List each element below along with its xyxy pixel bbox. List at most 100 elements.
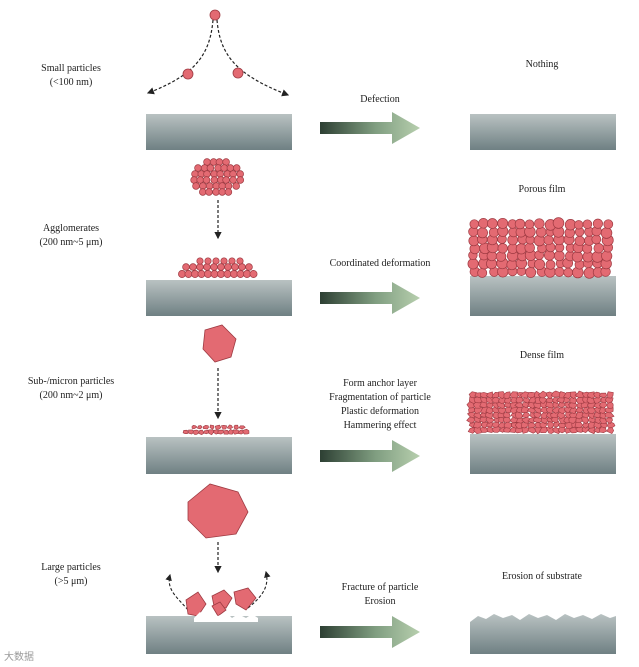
agglomerate-particle — [192, 182, 200, 190]
row4-incoming-particle — [187, 483, 249, 539]
row3-size-range: (200 nm~2 μm) — [39, 390, 103, 401]
row2-process-arrow — [320, 282, 420, 314]
dense-film-fragment — [587, 426, 596, 435]
dense-film-fragment — [606, 391, 614, 399]
row4-process-line-2: Erosion — [364, 596, 396, 607]
anchor-fragment — [226, 424, 233, 429]
agglomerate-particle — [206, 164, 215, 172]
dense-film-fragment — [502, 411, 511, 418]
dense-film-fragment — [527, 427, 538, 434]
porous-film-particle — [534, 218, 545, 229]
porous-film-particle — [601, 250, 613, 262]
row1-deflected-particle-right — [232, 67, 244, 79]
anchor-fragment — [220, 424, 228, 430]
deposited-particle — [236, 270, 245, 278]
deposited-particle — [245, 263, 253, 271]
deposited-particle — [243, 270, 251, 278]
deposited-particle — [212, 257, 220, 265]
agglomerate-particle — [232, 182, 240, 190]
row1-particle-name: Small particles — [41, 63, 101, 74]
deposited-particle — [197, 270, 206, 278]
dense-film-fragment — [533, 406, 543, 414]
dense-film-fragment — [473, 421, 483, 429]
row3-process-line-2: Fragmentation of particle — [329, 392, 431, 403]
row3-anchor-layer — [182, 424, 250, 436]
dense-film-fragment — [486, 421, 494, 428]
row4-particle-name: Large particles — [41, 562, 101, 573]
dense-film-fragment — [545, 401, 555, 409]
dense-film-fragment — [504, 396, 512, 404]
dense-film-fragment — [521, 427, 530, 434]
row1-size-range: (<100 nm) — [49, 77, 93, 88]
porous-film-particle — [553, 250, 565, 262]
dense-film-fragment — [514, 402, 524, 409]
row2-particle-label: Agglomerates (200 nm~5 μm) — [8, 222, 134, 250]
porous-film-particle — [514, 218, 526, 230]
dense-film-fragment — [514, 411, 524, 419]
deposited-particle — [217, 263, 225, 271]
dense-film-fragment — [553, 421, 561, 428]
anchor-fragment — [223, 429, 229, 435]
anchor-fragment — [197, 425, 203, 430]
dense-film-fragment — [491, 396, 500, 404]
porous-film-particle — [552, 217, 565, 229]
dense-film-fragment — [599, 417, 608, 425]
agglomerate-particle — [202, 176, 211, 184]
agglomerate-particle — [218, 188, 226, 196]
anchor-fragment — [191, 424, 198, 430]
deposited-particle — [230, 270, 238, 278]
dense-film-fragment — [539, 396, 547, 404]
porous-film-particle — [467, 258, 479, 270]
watermark: 大数据 — [4, 652, 34, 663]
porous-film-particle — [525, 266, 537, 278]
agglomerate-particle — [232, 164, 241, 172]
dense-film-fragment — [569, 391, 579, 399]
porous-film-particle — [487, 218, 498, 229]
dense-film-fragment — [587, 412, 597, 420]
dense-film-fragment — [606, 427, 615, 434]
deposited-particle — [224, 263, 232, 271]
dense-film-fragment — [532, 417, 543, 423]
row2-size-range: (200 nm~5 μm) — [39, 237, 103, 248]
porous-film-particle — [554, 266, 565, 277]
porous-film-particle — [574, 235, 585, 247]
porous-film-particle — [600, 227, 613, 239]
anchor-fragment — [217, 429, 226, 435]
dense-film-fragment — [485, 406, 495, 415]
dense-film-fragment — [480, 397, 489, 404]
anchor-fragment — [182, 429, 189, 434]
agglomerate-particle — [224, 188, 233, 196]
row2-result-substrate — [470, 276, 616, 316]
row2-substrate — [146, 280, 292, 316]
dense-film-fragment — [574, 390, 585, 398]
porous-film-particle — [603, 219, 614, 230]
anchor-fragment — [188, 429, 195, 435]
dense-film-fragment — [485, 416, 495, 424]
anchor-fragment — [209, 424, 215, 430]
dense-film-fragment — [497, 422, 507, 429]
porous-film-particle — [497, 217, 509, 229]
dense-film-fragment — [497, 391, 506, 400]
dense-film-fragment — [574, 421, 584, 429]
dense-film-fragment — [581, 426, 589, 434]
deposited-particle — [178, 270, 186, 278]
dense-film-fragment — [586, 396, 595, 404]
dense-film-fragment — [515, 396, 524, 404]
row3-result-substrate — [470, 434, 616, 474]
deposited-particle — [236, 257, 244, 265]
dense-film-fragment — [503, 421, 513, 429]
deposited-particle — [238, 263, 246, 271]
deposited-particle — [210, 263, 218, 271]
row1-substrate — [146, 114, 292, 150]
dense-film-fragment — [598, 406, 608, 414]
row4-process-label: Fracture of particle Erosion — [300, 581, 460, 609]
deposited-particle — [196, 257, 204, 265]
row3-substrate — [146, 437, 292, 474]
dense-film-fragment — [522, 396, 531, 404]
deposited-particle — [228, 257, 236, 265]
row1-process-line-1: Defection — [360, 94, 400, 105]
porous-film-particle — [543, 235, 554, 246]
anchor-fragment — [207, 429, 215, 436]
row4-fragment-3 — [233, 587, 257, 611]
deposited-particle — [223, 270, 232, 278]
